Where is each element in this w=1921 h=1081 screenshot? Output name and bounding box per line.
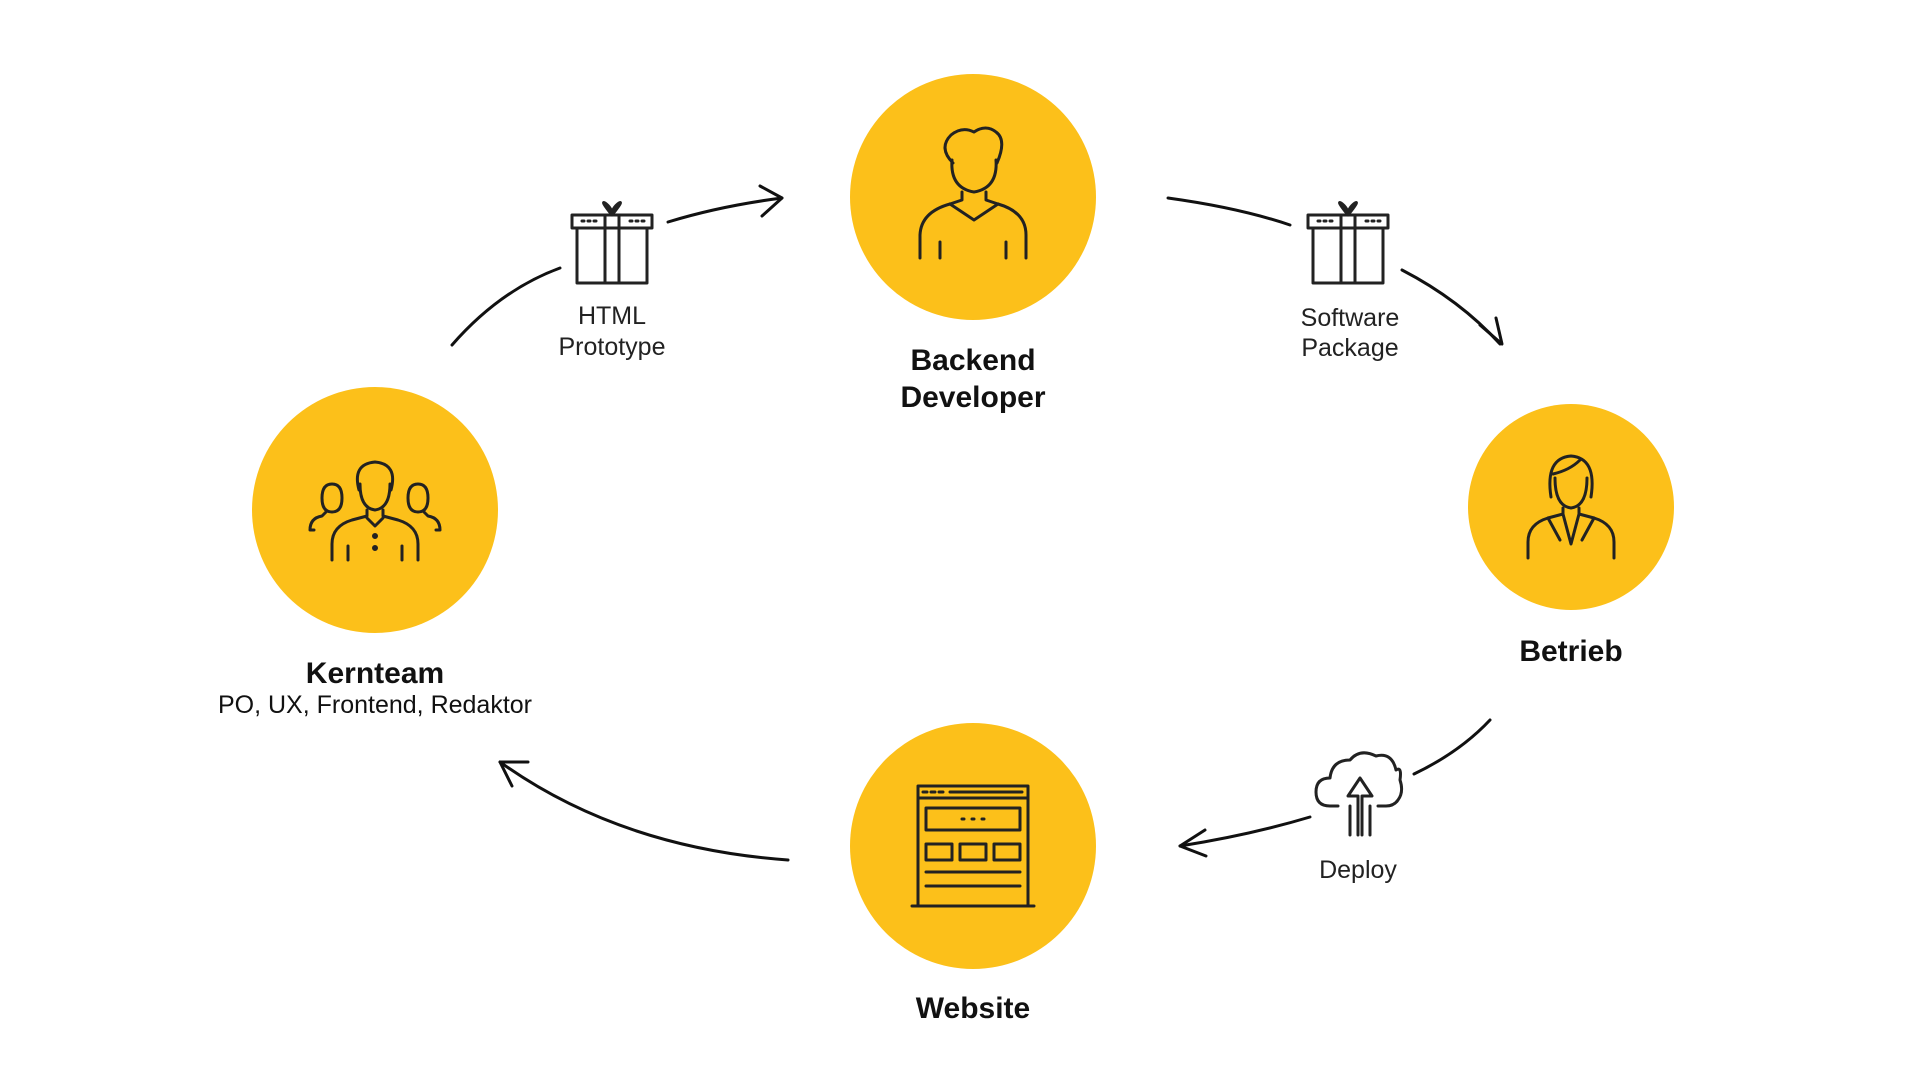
backend-title-line1: Backend [910,344,1035,377]
kernteam-title: Kernteam [306,657,444,690]
developer-person-icon [918,126,1028,260]
arrow-kernteam-to-backend [450,184,784,347]
software-package-line2: Package [1301,334,1398,362]
browser-window-icon [910,784,1036,908]
software-package-line1: Software [1301,304,1400,332]
deploy-label: Deploy [1319,856,1397,884]
betrieb-title: Betrieb [1519,635,1622,668]
gift-box-icon [1306,201,1390,285]
html-prototype-line2: Prototype [558,333,665,361]
kernteam-subtitle: PO, UX, Frontend, Redaktor [218,691,532,719]
arrow-website-to-kernteam [498,760,790,862]
node-betrieb: Betrieb [1468,404,1674,668]
backend-developer-circle [850,74,1096,320]
node-backend-developer: Backend Developer [850,74,1096,414]
edge-html-prototype: HTML Prototype [558,201,666,361]
backend-title-line2: Developer [900,381,1045,414]
arrow-betrieb-to-website [1178,718,1492,858]
node-kernteam: Kernteam PO, UX, Frontend, Redaktor [218,387,532,719]
team-group-icon [308,460,442,562]
website-title: Website [916,992,1030,1025]
html-prototype-line1: HTML [578,302,646,330]
cloud-upload-icon [1314,751,1404,837]
operations-woman-icon [1526,454,1616,560]
arrow-backend-to-betrieb [1166,196,1504,346]
edge-software-package: Software Package [1301,201,1400,362]
gift-box-icon [570,201,654,285]
website-circle [850,723,1096,969]
node-website: Website [850,723,1096,1025]
edge-deploy: Deploy [1314,751,1404,884]
